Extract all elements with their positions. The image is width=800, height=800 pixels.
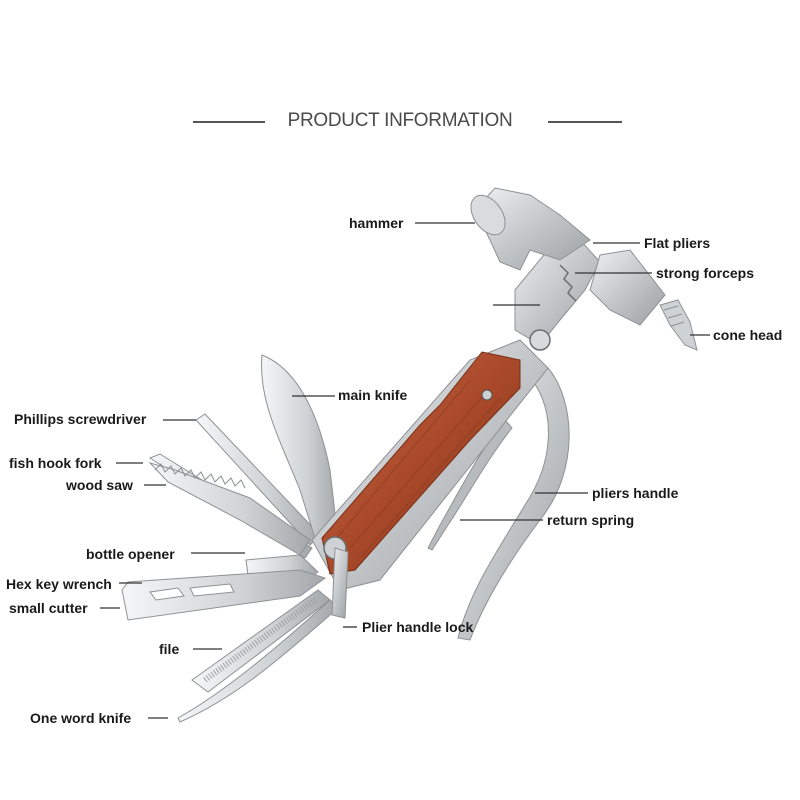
hex-key-wrench-shape [121, 569, 327, 621]
cone-head-shape [659, 299, 698, 351]
page-title: PRODUCT INFORMATION [287, 110, 513, 131]
label-small-cutter: small cutter [9, 600, 88, 616]
hammer-shape [474, 187, 591, 271]
leader-lines [100, 222, 710, 719]
hex-key-cutout [149, 583, 235, 601]
pliers-handle-shape [457, 367, 570, 641]
title-line-left [193, 121, 265, 123]
wood-saw-shape [148, 462, 311, 556]
label-one-word-knife: One word knife [30, 710, 132, 726]
label-bottle-opener: bottle opener [86, 546, 175, 562]
one-word-knife-shape [177, 599, 339, 723]
label-cone-head: cone head [713, 327, 783, 343]
title-line-right [548, 121, 622, 123]
label-hex-key-wrench: Hex key wrench [6, 576, 112, 592]
wood-saw-teeth [154, 463, 246, 489]
wood-handle [321, 351, 521, 575]
label-file: file [159, 641, 180, 657]
handle-rivet [481, 389, 493, 401]
label-phillips-screwdriver: Phillips screwdriver [14, 411, 147, 427]
hammer-face [470, 194, 506, 236]
axe-blade-shape [589, 249, 666, 326]
cone-head-rings [663, 305, 685, 327]
strong-forceps-jaw [559, 264, 577, 302]
plier-handle-lock-shape [331, 547, 349, 619]
label-wood-saw: wood saw [66, 477, 133, 493]
wood-grain [334, 379, 501, 557]
label-main-knife: main knife [338, 387, 408, 403]
label-hammer: hammer [349, 215, 404, 231]
return-spring-shape [427, 419, 513, 551]
label-pliers-handle: pliers handle [592, 485, 679, 501]
pliers-pivot [529, 329, 551, 351]
label-return-spring: return spring [547, 512, 635, 528]
label-fish-hook-fork: fish hook fork [9, 455, 102, 471]
label-plier-handle-lock: Plier handle lock [362, 619, 474, 635]
label-strong-forceps: strong forceps [656, 265, 755, 281]
label-flat-pliers: Flat pliers [644, 235, 711, 251]
